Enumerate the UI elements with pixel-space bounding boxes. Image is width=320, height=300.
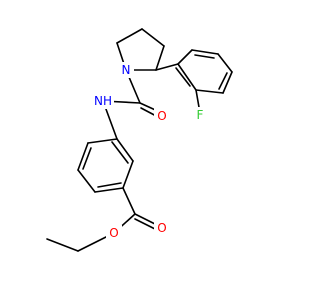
carbonyl-oxygen-atom-text: O: [157, 221, 166, 235]
bond: [82, 147, 92, 170]
bond: [116, 138, 134, 162]
bond: [177, 49, 193, 65]
bonds: [46, 28, 233, 252]
ester-oxygen-atom-label: O: [106, 225, 122, 241]
urea-oxygen-atom-text: O: [157, 109, 166, 123]
bond: [122, 187, 136, 215]
atom-labels: N NH O O O F: [92, 62, 208, 241]
carbonyl-oxygen-atom-label: O: [154, 220, 170, 236]
nitrogen-atom-label: N: [118, 62, 134, 78]
bond: [222, 71, 233, 94]
bond: [116, 28, 143, 44]
bond: [195, 89, 224, 94]
bond: [134, 218, 158, 231]
bond: [94, 187, 124, 193]
ester-oxygen-atom-text: O: [109, 226, 118, 240]
bond: [87, 138, 118, 144]
bond: [175, 67, 191, 87]
bond: [155, 63, 179, 71]
bond: [46, 238, 79, 252]
bond: [155, 45, 165, 71]
nitrogen-atom-text: N: [122, 63, 131, 77]
bond: [77, 169, 96, 193]
bond: [141, 28, 165, 47]
bond: [194, 54, 215, 59]
fluorine-atom-text: F: [197, 108, 204, 122]
bond: [77, 142, 89, 171]
bond: [122, 160, 134, 189]
nh-atom-label: NH: [92, 93, 114, 109]
bond: [218, 72, 228, 90]
chemical-structure: N NH O O O F: [46, 28, 233, 252]
bond: [191, 49, 219, 55]
fluorine-atom-label: F: [192, 107, 208, 123]
bond: [217, 53, 233, 73]
nh-atom-text: NH: [94, 94, 112, 108]
bond: [177, 63, 197, 91]
urea-oxygen-atom-label: O: [154, 108, 170, 124]
bond: [111, 141, 129, 164]
bond: [97, 182, 122, 188]
